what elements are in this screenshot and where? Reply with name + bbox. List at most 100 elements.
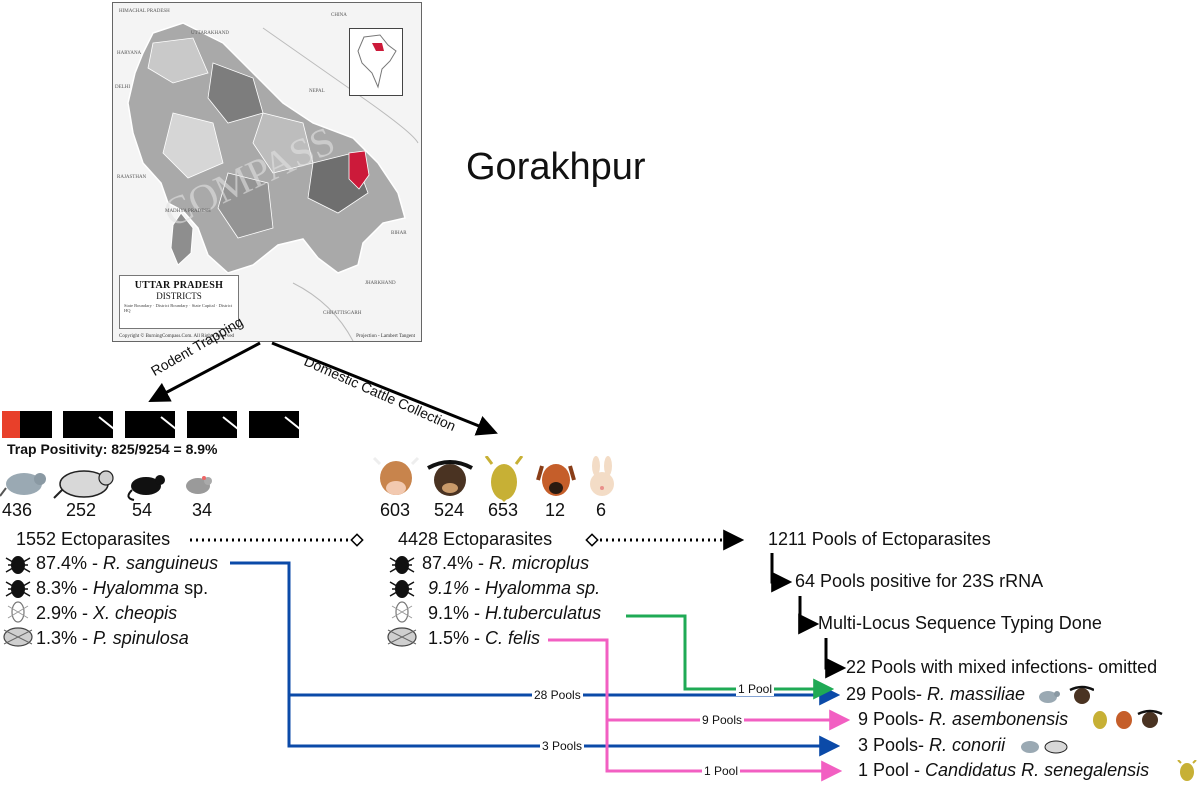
flow-asembonensis-pink (548, 638, 851, 731)
map-label-chhattisgarh: CHHATTISGARH (323, 311, 362, 316)
cattle-species-3: 9.1% - H.tuberculatus (428, 603, 602, 623)
bandicoot-icon (53, 470, 114, 499)
cattle-total: 4428 Ectoparasites (398, 529, 553, 549)
cattle-parasite-icons (387, 556, 417, 647)
map-legend: UTTAR PRADESH DISTRICTS State Boundary ·… (119, 275, 239, 329)
map-legend-title: UTTAR PRADESH (134, 280, 224, 291)
rodent-parasite-icons (3, 556, 33, 647)
cattle-count-cow: 603 (380, 500, 411, 520)
result-conorii: 3 Pools- R. conorii (858, 735, 1006, 755)
location-title: Gorakhpur (466, 146, 646, 188)
map-label-bihar: BIHAR (391, 231, 407, 236)
dog-icon (536, 464, 576, 496)
senegalensis-host-icons (1177, 760, 1197, 781)
pipeline-step-23s: 64 Pools positive for 23S rRNA (795, 571, 1044, 591)
rodent-species-4: 1.3% - P. spinulosa (36, 628, 189, 648)
map-label-haryana: HARYANA (117, 51, 142, 56)
legend-state-capital: State Capital (191, 303, 215, 308)
map-label-nepal: NEPAL (309, 89, 325, 94)
flea-icon (391, 601, 413, 623)
goat-icon (1177, 760, 1197, 781)
map-legend-items: State Boundary · District Boundary · Sta… (124, 303, 233, 313)
map-projection: Projection - Lambert Tangent (356, 334, 415, 339)
trap-icon (187, 411, 244, 438)
asembonensis-host-icons (1093, 709, 1163, 729)
legend-district-boundary: District Boundary (155, 303, 188, 308)
cattle-species-2: 9.1% - Hyalomma sp. (428, 578, 601, 598)
cattle-species-4: 1.5% - C. felis (428, 628, 541, 648)
trap-icon (63, 411, 120, 438)
rodent-species-1: 87.4% - R. sanguineus (36, 553, 219, 573)
pipeline-arrow-1 (770, 553, 793, 593)
map-legend-subtitle: DISTRICTS (156, 291, 202, 301)
dog-icon (1116, 711, 1132, 729)
cattle-icons (372, 456, 614, 502)
flea-icon (7, 601, 29, 623)
inset-graphic (357, 34, 397, 89)
flow-label-pink-1-pool: 1 Pool (702, 764, 741, 778)
shrew-icon (0, 473, 46, 497)
buffalo-icon (1137, 709, 1163, 728)
india-inset-map (349, 28, 403, 96)
rodent-icons (0, 470, 212, 501)
pipeline-step-mlst: Multi-Locus Sequence Typing Done (818, 613, 1102, 633)
pipeline-step-mixed: 22 Pools with mixed infections- omitted (846, 657, 1158, 677)
diamond-1 (350, 533, 364, 547)
pipeline-arrow-3 (824, 638, 847, 679)
cow-icon (372, 456, 420, 495)
diamond-2 (585, 533, 599, 547)
rodent-count-shrew: 436 (2, 500, 33, 520)
goat-icon (1093, 711, 1107, 729)
district-shading-2 (207, 62, 264, 124)
map-graphic: COMPASS (127, 22, 419, 341)
neighbour-boundary-2 (292, 282, 354, 341)
trap-positive-mark (2, 411, 20, 438)
rodent-count-mouse: 34 (192, 500, 213, 520)
flow-label-9-pools: 9 Pools (700, 713, 745, 727)
result-senegalensis: 1 Pool - Candidatus R. senegalensis (858, 760, 1150, 780)
cattle-branch-arrow (271, 341, 498, 436)
tick-icon (5, 580, 31, 598)
result-massiliae: 29 Pools- R. massiliae (846, 684, 1026, 704)
uttar-pradesh-map: COMPASS HIMACHAL PRADESH UTTARAKHAND CHI… (112, 2, 422, 342)
trap-icon (125, 411, 182, 438)
massiliae-host-icons (1039, 685, 1094, 704)
rodent-species-3: 2.9% - X. cheopis (36, 603, 178, 623)
legend-state-boundary: State Boundary (124, 303, 152, 308)
goat-icon (484, 456, 524, 502)
louse-icon (387, 627, 417, 647)
map-label-uttarakhand: UTTARAKHAND (191, 31, 229, 36)
conorii-host-icons (1021, 740, 1068, 754)
rodent-branch-arrow (148, 341, 261, 402)
mouse-icon (186, 476, 212, 494)
rodent-count-bandicoot: 252 (66, 500, 97, 520)
map-label-himachal: HIMACHAL PRADESH (119, 9, 170, 14)
flow-label-3-pools: 3 Pools (540, 739, 585, 753)
black-rat-icon (127, 475, 165, 501)
trap-positivity: Trap Positivity: 825/9254 = 8.9% (7, 441, 218, 457)
map-label-delhi: DELHI (115, 85, 130, 90)
rodent-species-2: 8.3% - Hyalomma sp. (36, 578, 209, 598)
flow-senegalensis-pink (605, 720, 843, 782)
flow-massiliae-green (626, 614, 835, 700)
rabbit-icon (590, 456, 614, 496)
shrew-icon (1021, 741, 1039, 753)
rodent-total: 1552 Ectoparasites (16, 529, 171, 549)
map-copyright: Copyright © BurningCompass.Com. All Righ… (119, 334, 235, 339)
map-label-rajasthan: RAJASTHAN (117, 175, 147, 180)
cattle-count-dog: 12 (545, 500, 566, 520)
district-shading-3 (252, 112, 314, 174)
flow-label-28-pools: 28 Pools (532, 688, 583, 702)
trap-icon (249, 411, 306, 438)
flow-conorii-blue (287, 695, 841, 757)
trap-icon-positive (2, 411, 52, 438)
shrew-icon (1039, 691, 1060, 703)
map-label-jharkhand: JHARKHAND (365, 281, 396, 286)
flow-label-green-1-pool: 1 Pool (736, 682, 775, 696)
bandicoot-icon (1044, 740, 1068, 754)
pipeline-arrow-2 (798, 596, 820, 635)
cattle-count-buffalo: 524 (434, 500, 465, 520)
tick-icon (389, 580, 415, 598)
district-shading-1 (147, 37, 209, 84)
cattle-count-goat: 653 (488, 500, 519, 520)
